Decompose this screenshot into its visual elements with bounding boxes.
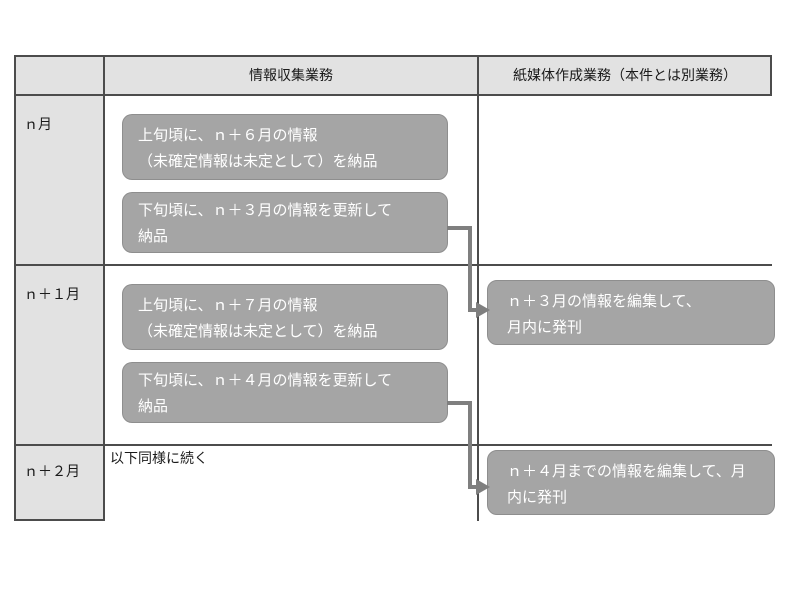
flow-box-text-line: 上旬頃に、ｎ＋７月の情報 <box>138 297 318 314</box>
flow-box-publish-n3: ｎ＋３月の情報を編集して、 月内に発刊 <box>487 280 775 345</box>
flow-box-early-delivery-n7: 上旬頃に、ｎ＋７月の情報 （未確定情報は未定として）を納品 <box>122 284 448 350</box>
flow-box-early-delivery-n6: 上旬頃に、ｎ＋６月の情報 （未確定情報は未定として）を納品 <box>122 114 448 180</box>
column-header-info-collection: 情報収集業務 <box>249 67 333 83</box>
flow-box-text-line: ｎ＋４月までの情報を編集して、月 <box>507 463 746 480</box>
flow-box-text-line: 納品 <box>138 228 169 245</box>
flow-box-text-line: 上旬頃に、ｎ＋６月の情報 <box>138 127 318 144</box>
flow-box-text-line: 内に発刊 <box>507 489 568 506</box>
flow-box-text-line: 下旬頃に、ｎ＋４月の情報を更新して <box>138 372 393 389</box>
flow-box-text-line: 下旬頃に、ｎ＋３月の情報を更新して <box>138 202 393 219</box>
flow-box-late-update-n4: 下旬頃に、ｎ＋４月の情報を更新して 納品 <box>122 362 448 423</box>
flow-box-text-line: 月内に発刊 <box>507 319 583 336</box>
flow-box-text-line: （未確定情報は未定として）を納品 <box>138 153 378 170</box>
table-header-row-bg <box>14 55 772 95</box>
arrow-update-n4-to-publish <box>447 401 477 489</box>
flow-box-text-line: ｎ＋３月の情報を編集して、 <box>507 293 701 310</box>
arrow-update-n3-to-publish <box>447 226 477 312</box>
row-label-column-bg <box>14 95 104 520</box>
row-label-n-month: ｎ月 <box>24 116 52 132</box>
row-label-n-plus-1-month: ｎ＋１月 <box>24 286 80 302</box>
row-label-n-plus-2-month: ｎ＋２月 <box>24 463 80 479</box>
column-header-paper-media: 紙媒体作成業務（本件とは別業務） <box>513 67 737 83</box>
flow-box-late-update-n3: 下旬頃に、ｎ＋３月の情報を更新して 納品 <box>122 192 448 253</box>
flow-box-text-line: 納品 <box>138 398 169 415</box>
flow-box-text-line: （未確定情報は未定として）を納品 <box>138 323 378 340</box>
flow-box-publish-n4: ｎ＋４月までの情報を編集して、月 内に発刊 <box>487 450 775 515</box>
continuation-note: 以下同様に続く <box>110 452 208 467</box>
